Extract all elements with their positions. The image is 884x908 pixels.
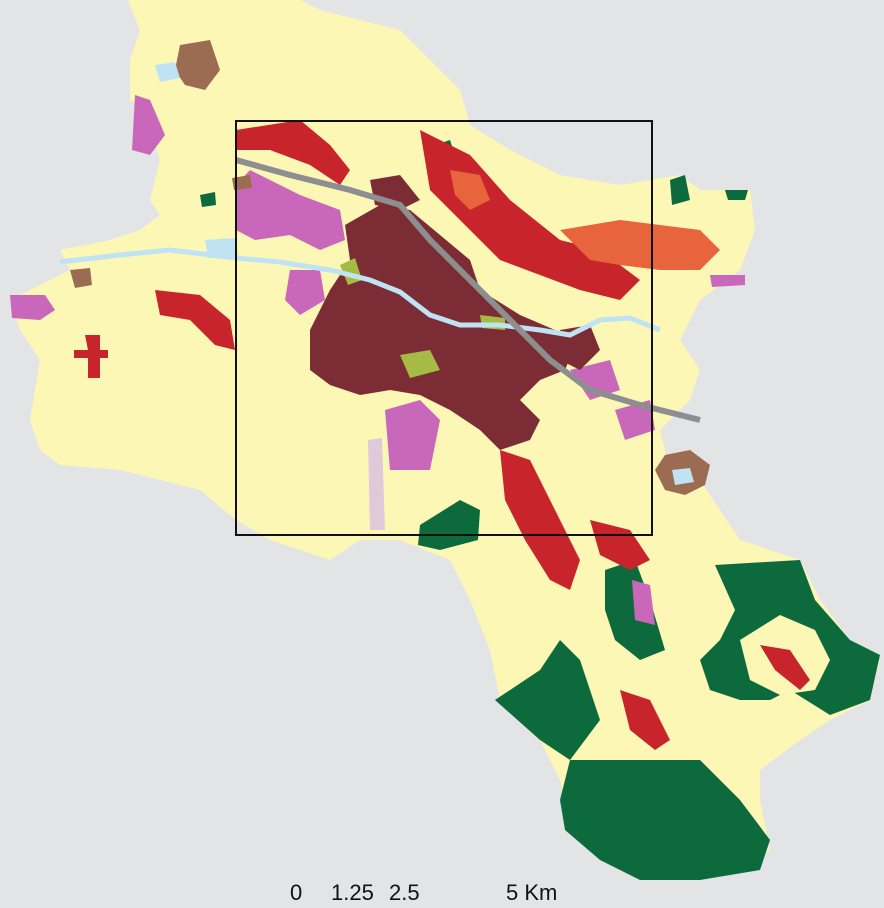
- urban-north-strip: [236, 120, 350, 185]
- railway-corridor: [235, 157, 701, 423]
- industrial-far-west: [10, 295, 55, 320]
- industrial-north-east: [710, 275, 745, 287]
- sparse-urban-north: [450, 170, 490, 210]
- urban-northeast: [420, 130, 640, 300]
- extraction-northwest: [175, 40, 220, 90]
- extraction-west: [70, 268, 92, 288]
- urban-south-east: [590, 520, 650, 570]
- forest-southwest-patch: [418, 500, 480, 550]
- sparse-urban-northeast: [560, 220, 720, 270]
- forest-south: [560, 760, 770, 880]
- forest-east-patch: [670, 175, 690, 205]
- lake-northwest: [155, 62, 180, 82]
- forest-south-central: [495, 640, 600, 760]
- industrial-west-large: [236, 170, 345, 250]
- green-urban-south: [400, 350, 440, 378]
- industrial-center-west: [285, 270, 325, 315]
- lake-east-pit: [672, 468, 694, 485]
- construction-site: [368, 438, 385, 530]
- industrial-east-strip: [570, 360, 620, 400]
- study-area-frame: [235, 120, 653, 536]
- industrial-south-central: [632, 580, 655, 625]
- urban-core: [310, 205, 575, 450]
- urban-west-village: [155, 290, 235, 350]
- industrial-east: [615, 400, 655, 440]
- urban-west-cross: [74, 335, 108, 378]
- scale-label-1-25: 1.25: [331, 880, 374, 905]
- urban-south-ridge: [620, 690, 670, 750]
- industrial-south: [385, 400, 440, 470]
- scale-label-5-km: 5 Km: [506, 880, 558, 905]
- industrial-northwest: [132, 95, 165, 155]
- forest-northeast-patch: [725, 190, 748, 200]
- river: [59, 247, 661, 338]
- urban-south-corridor: [500, 450, 580, 590]
- municipal-area: [10, 0, 880, 880]
- scale-label-0: 0: [290, 880, 303, 905]
- urban-southeast-ridge: [760, 645, 810, 690]
- scale-label-2-5: 2.5: [389, 880, 420, 905]
- forest-west-patch: [200, 192, 216, 207]
